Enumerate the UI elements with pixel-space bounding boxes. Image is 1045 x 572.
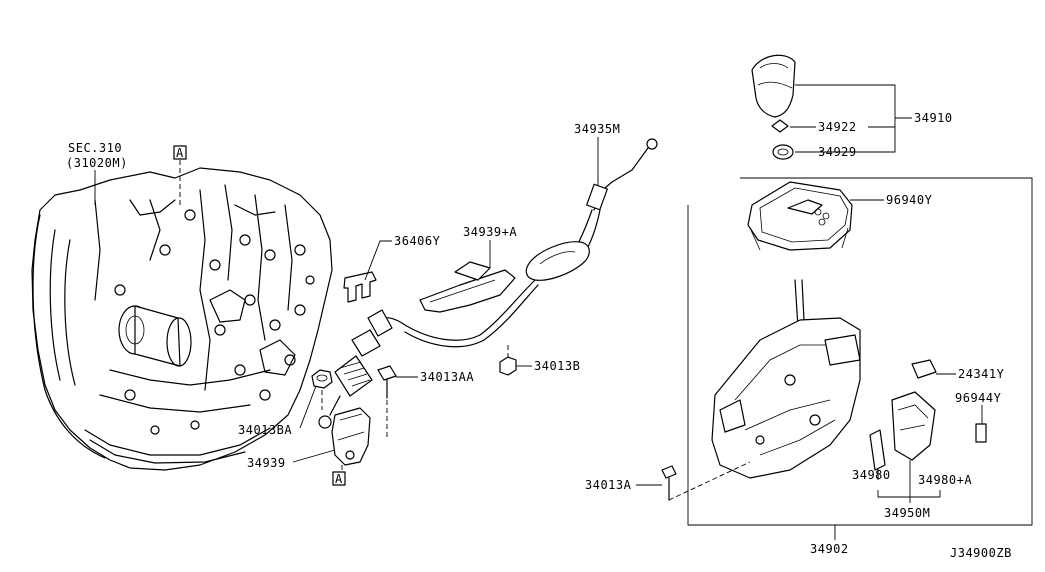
label-34922: 34922 <box>818 120 857 134</box>
diagram-id: J34900ZB <box>950 546 1012 560</box>
ref-marker-bottom: A <box>332 471 346 486</box>
indicator-bezel-96940Y <box>747 181 853 251</box>
part-labels: 34935M 34910 34922 34929 96940Y 36406Y 3… <box>238 111 1012 560</box>
bracket-34939A <box>419 261 516 313</box>
bolt-34013AA <box>377 365 397 440</box>
bulb-96944Y <box>975 423 987 443</box>
label-34013B: 34013B <box>534 359 580 373</box>
shift-knob-34910 <box>751 54 796 160</box>
label-24341Y: 24341Y <box>958 367 1005 381</box>
label-34013AA: 34013AA <box>420 370 474 384</box>
control-cable-34935M <box>318 138 658 429</box>
label-34980: 34980 <box>852 468 891 482</box>
label-34013BA: 34013BA <box>238 423 292 437</box>
label-34980A: 34980+A <box>918 473 972 487</box>
clip-36406Y <box>343 271 377 303</box>
section-ref-line1: SEC.310 <box>68 141 122 155</box>
label-34902: 34902 <box>810 542 849 556</box>
label-36406Y: 36406Y <box>394 234 441 248</box>
label-34939A: 34939+A <box>463 225 517 239</box>
bracket-34939 <box>331 407 371 470</box>
svg-text:A: A <box>335 472 343 486</box>
label-96940Y: 96940Y <box>886 193 933 207</box>
shifter-base-34950M <box>711 317 861 479</box>
bolt-34013A <box>661 461 751 501</box>
bracket-34980A <box>891 391 936 461</box>
label-34929: 34929 <box>818 145 857 159</box>
ref-marker-top: A <box>173 145 187 205</box>
transmission-assembly <box>31 167 333 471</box>
label-34935M: 34935M <box>574 122 620 136</box>
label-34939: 34939 <box>247 456 286 470</box>
label-34950M: 34950M <box>884 506 930 520</box>
label-96944Y: 96944Y <box>955 391 1002 405</box>
bracket-34980 <box>869 429 886 471</box>
connector-24341Y <box>911 359 937 379</box>
nut-34013B <box>499 345 517 376</box>
nut-34013BA <box>311 369 333 410</box>
section-ref-line2: (31020M) <box>66 156 128 170</box>
leader-lines <box>292 84 983 540</box>
label-34013A: 34013A <box>585 478 632 492</box>
svg-text:A: A <box>176 146 184 160</box>
label-34910: 34910 <box>914 111 953 125</box>
assembly-frame <box>687 177 1033 526</box>
